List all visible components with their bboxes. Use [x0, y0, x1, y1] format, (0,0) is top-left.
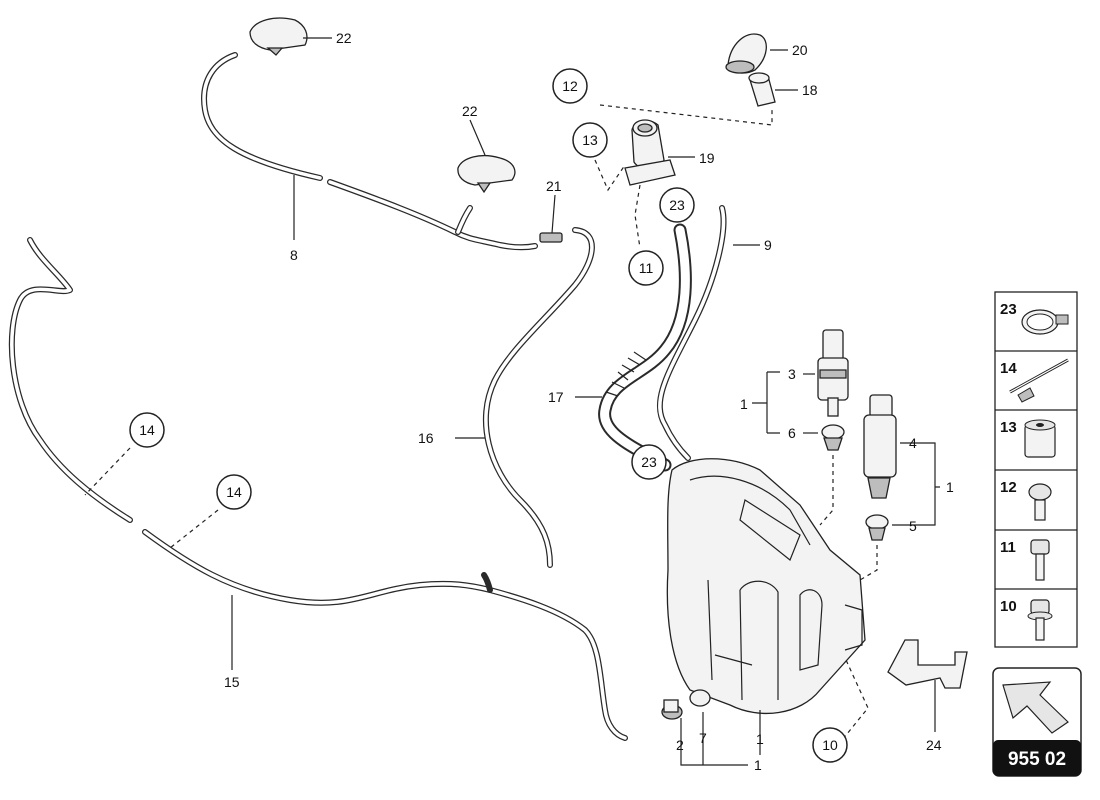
cap-20 [725, 33, 767, 74]
label-22-upper: 22 [336, 30, 352, 46]
legend-item-13: 13 [1000, 419, 1017, 436]
clip-7 [689, 689, 711, 707]
clamp-icon [1021, 309, 1069, 335]
pump-3 [817, 329, 849, 417]
label-16: 16 [418, 430, 434, 446]
label-20: 20 [792, 42, 808, 58]
circle-label-11: 11 [639, 260, 654, 276]
hose-8 [201, 52, 323, 181]
label-2: 2 [676, 737, 684, 753]
diagram-code-box: 955 02 [992, 667, 1082, 777]
hose-15 [142, 529, 628, 741]
circle-label-23-lower: 23 [641, 454, 657, 470]
circle-label-23-upper: 23 [669, 197, 685, 213]
screw-2 [661, 699, 683, 720]
circled-callouts: 12 13 23 11 23 14 14 10 [129, 68, 848, 763]
diagram-code: 955 02 [1008, 749, 1066, 770]
filler-neck-19 [624, 119, 676, 186]
label-9: 9 [764, 237, 772, 253]
bracket-24 [887, 639, 968, 689]
label-1-bottom: 1 [754, 757, 762, 773]
parts [249, 17, 968, 720]
hoses [8, 52, 727, 741]
label-24: 24 [926, 737, 942, 753]
label-1-tank: 1 [756, 731, 764, 747]
circle-label-12: 12 [562, 78, 578, 94]
label-8: 8 [290, 247, 298, 263]
label-22-middle: 22 [462, 103, 478, 119]
screw-10-icon [1027, 599, 1053, 641]
circle-label-14-upper: 14 [139, 422, 155, 438]
sleeve-18 [748, 72, 776, 107]
legend-panel: 23 14 13 12 11 10 [994, 291, 1078, 648]
label-3: 3 [788, 366, 796, 382]
legend-item-14: 14 [1000, 360, 1017, 377]
screw-12-icon [1028, 483, 1052, 521]
nozzle-22-upper [249, 17, 308, 56]
circle-label-13: 13 [582, 132, 598, 148]
label-1-left: 1 [740, 396, 748, 412]
grommet-6 [821, 424, 845, 451]
label-7: 7 [699, 730, 707, 746]
callouts: 22 22 21 8 9 20 18 19 17 16 15 3 6 1 4 5… [224, 30, 954, 773]
label-21: 21 [546, 178, 562, 194]
screw-11-icon [1030, 539, 1050, 581]
label-15: 15 [224, 674, 240, 690]
circle-label-10: 10 [822, 737, 838, 753]
grommet-5 [865, 514, 889, 541]
connector-21 [539, 232, 563, 243]
label-4: 4 [909, 435, 917, 451]
legend-item-10: 10 [1000, 598, 1017, 615]
label-5: 5 [909, 518, 917, 534]
nozzle-22-middle [457, 154, 516, 194]
legend-item-11: 11 [1000, 539, 1016, 556]
leader-lines [231, 37, 940, 766]
cable-tie-icon [1009, 358, 1069, 403]
label-1-right: 1 [946, 479, 954, 495]
bushing-icon [1024, 419, 1056, 458]
legend-item-12: 12 [1000, 479, 1017, 496]
arrow-icon [1002, 681, 1069, 734]
label-19: 19 [699, 150, 715, 166]
label-6: 6 [788, 425, 796, 441]
pump-4 [863, 394, 897, 499]
dashed-lines [84, 104, 878, 746]
label-17: 17 [548, 389, 564, 405]
legend-item-23: 23 [1000, 301, 1017, 318]
circle-label-14-lower: 14 [226, 484, 242, 500]
washer-reservoir [666, 458, 866, 715]
label-18: 18 [802, 82, 818, 98]
